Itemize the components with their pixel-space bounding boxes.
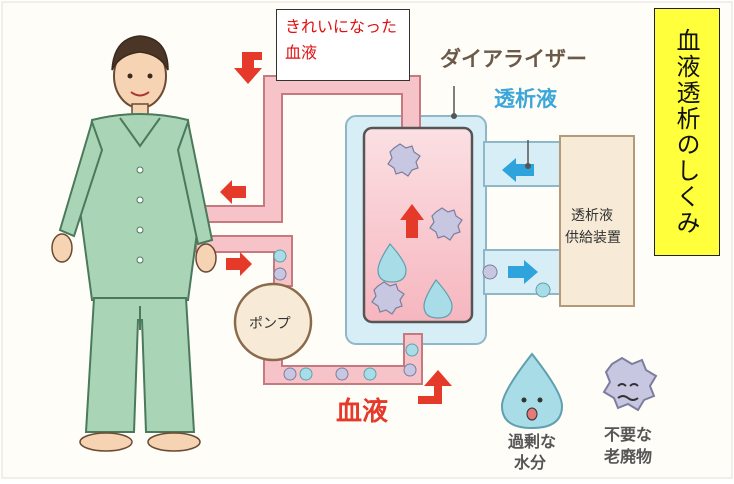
water-drop-icon [423, 279, 453, 319]
blood-label: 血液 [336, 397, 388, 427]
legend-water-line1: 過剰な [507, 432, 556, 451]
water-drop-icon [500, 352, 564, 430]
patient-figure [51, 35, 217, 452]
legend-waste-line1: 不要な [604, 425, 652, 444]
water-drop-icon [377, 243, 407, 283]
supply-label-line2: 供給装置 [565, 230, 621, 246]
arrow-right-icon [508, 260, 538, 284]
waste-particle-icon [429, 207, 463, 241]
diagram-title: 血液透析のしくみ [654, 8, 720, 256]
legend-water-line2: 水分 [514, 453, 546, 472]
arrow-up-icon [418, 370, 452, 404]
arrow-down-icon [234, 52, 262, 84]
waste-particle-icon [602, 356, 658, 412]
arrow-up-icon [400, 204, 424, 238]
legend-waste-line2: 老廃物 [603, 447, 652, 466]
pump-label: ポンプ [249, 316, 291, 332]
legend-icons [500, 352, 658, 430]
pump [233, 282, 313, 362]
dialysate-supply-box [559, 135, 635, 307]
blood-flow-arrows [220, 52, 452, 404]
supply-label-line1: 透析液 [571, 208, 613, 224]
waste-particle-icon [371, 281, 405, 315]
arrow-right-icon [226, 252, 252, 276]
clean-blood-callout: きれいになった血液 [276, 9, 410, 81]
dialyzer-label: ダイアライザー [440, 47, 587, 71]
waste-particle-icon [387, 143, 421, 177]
particles [273, 143, 551, 381]
arrow-left-icon [220, 180, 246, 204]
dialysate-label: 透析液 [494, 87, 557, 111]
